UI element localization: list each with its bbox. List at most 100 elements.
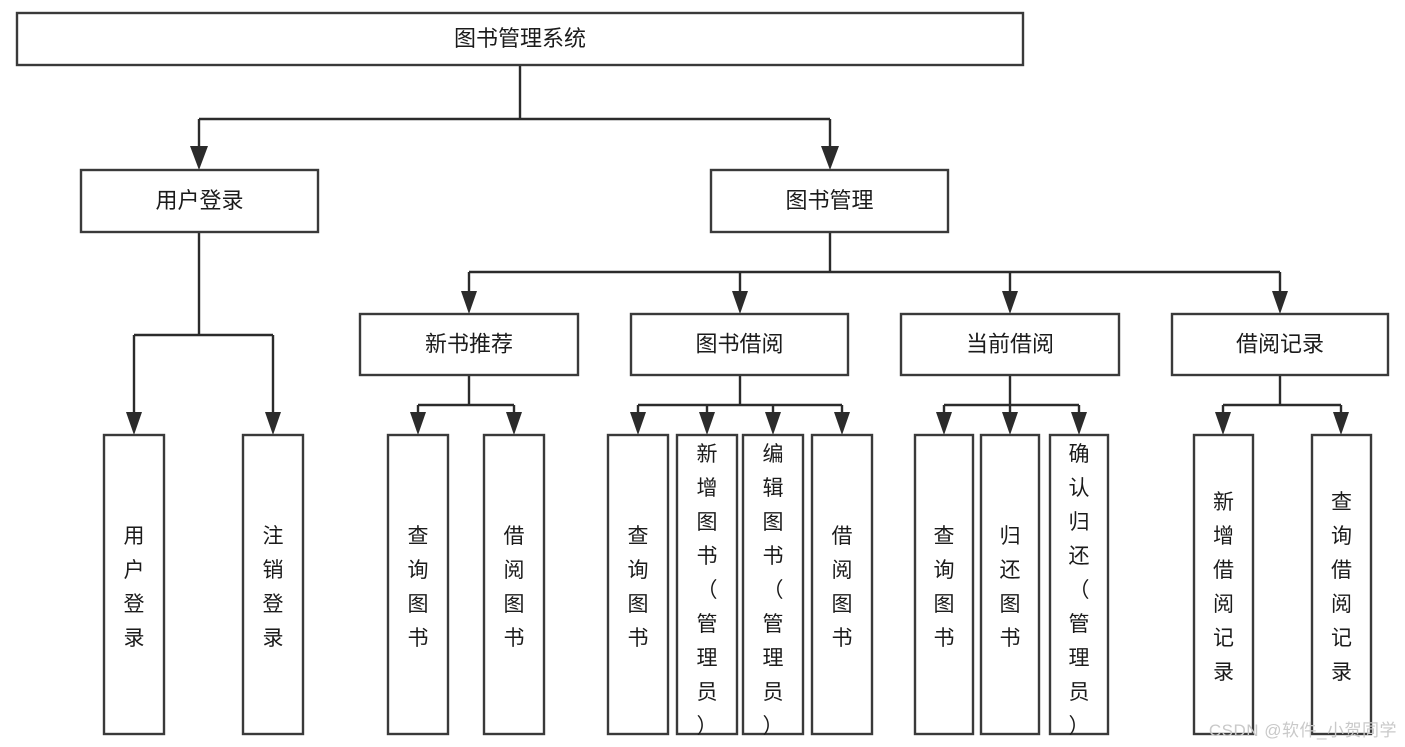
- node-box-root[interactable]: [15, 11, 1025, 67]
- node-box-leaf-user-login[interactable]: [102, 433, 166, 736]
- node-root[interactable]: 图书管理系统: [15, 11, 1025, 67]
- node-label-leaf-borrow-book-2-char-2: 图: [832, 593, 853, 616]
- node-label-leaf-borrow-book-1-char-3: 书: [504, 627, 525, 650]
- node-label-leaf-logout-char-0: 注: [263, 525, 284, 548]
- node-label-leaf-edit-book-char-8: ）: [763, 715, 784, 738]
- node-borrow-record[interactable]: 借阅记录: [1170, 312, 1390, 377]
- node-label-leaf-confirm-return-char-2: 归: [1069, 511, 1090, 534]
- arrow-head-book-manage: [821, 146, 839, 170]
- node-label-leaf-add-record-char-3: 阅: [1213, 593, 1234, 616]
- node-new-book-rec[interactable]: 新书推荐: [358, 312, 580, 377]
- csdn-watermark: CSDN @软件_小贺同学: [1208, 721, 1397, 740]
- arrow-head-leaf-edit-book: [765, 412, 781, 435]
- arrow-head-leaf-add-record: [1215, 412, 1231, 435]
- node-label-leaf-query-record-char-4: 记: [1331, 627, 1352, 650]
- node-box-user-login[interactable]: [79, 168, 320, 234]
- arrow-head-new-book-rec: [461, 291, 477, 314]
- arrow-head-leaf-logout: [265, 412, 281, 435]
- node-label-leaf-query-book-1-char-2: 图: [408, 593, 429, 616]
- node-label-leaf-confirm-return-char-8: ）: [1069, 715, 1090, 738]
- arrow-head-user-login: [190, 146, 208, 170]
- node-label-leaf-edit-book-char-2: 图: [763, 511, 784, 534]
- node-label-leaf-edit-book-char-6: 理: [763, 647, 784, 670]
- arrow-head-book-borrow: [732, 291, 748, 314]
- node-current-borrow[interactable]: 当前借阅: [899, 312, 1121, 377]
- node-box-leaf-borrow-book-2[interactable]: [810, 433, 874, 736]
- node-label-leaf-edit-book-char-0: 编: [763, 443, 784, 466]
- arrow-head-current-borrow: [1002, 291, 1018, 314]
- node-label-leaf-borrow-book-2-char-3: 书: [832, 627, 853, 650]
- connector-layer: [126, 65, 1349, 435]
- node-box-borrow-record[interactable]: [1170, 312, 1390, 377]
- node-box-leaf-add-record[interactable]: [1192, 433, 1255, 736]
- node-label-book-manage: 图书管理: [785, 188, 873, 213]
- node-label-leaf-confirm-return-char-6: 理: [1069, 647, 1090, 670]
- node-label-leaf-add-book-char-6: 理: [697, 647, 718, 670]
- node-label-root: 图书管理系统: [454, 26, 586, 51]
- node-label-leaf-query-record-char-0: 查: [1331, 491, 1352, 514]
- node-user-login[interactable]: 用户登录: [79, 168, 320, 234]
- node-box-leaf-edit-book[interactable]: [741, 433, 805, 736]
- node-label-leaf-query-book-3-char-3: 书: [934, 627, 955, 650]
- arrow-head-leaf-query-book-1: [410, 412, 426, 435]
- node-label-book-borrow: 图书借阅: [695, 331, 783, 356]
- node-box-leaf-confirm-return[interactable]: [1048, 433, 1110, 736]
- node-box-leaf-logout[interactable]: [241, 433, 305, 736]
- node-label-leaf-logout-char-3: 录: [263, 627, 284, 650]
- node-box-leaf-query-record[interactable]: [1310, 433, 1373, 736]
- node-box-leaf-borrow-book-1[interactable]: [482, 433, 546, 736]
- arrow-head-leaf-add-book: [699, 412, 715, 435]
- node-label-leaf-query-record-char-3: 阅: [1331, 593, 1352, 616]
- arrow-head-leaf-query-book-3: [936, 412, 952, 435]
- node-label-leaf-add-record-char-2: 借: [1213, 559, 1234, 582]
- node-label-leaf-query-book-3-char-0: 查: [934, 525, 955, 548]
- node-label-leaf-add-book-char-3: 书: [697, 545, 718, 568]
- node-box-leaf-add-book[interactable]: [675, 433, 739, 736]
- node-label-user-login: 用户登录: [155, 188, 243, 213]
- arrow-head-leaf-borrow-book-1: [506, 412, 522, 435]
- node-book-manage[interactable]: 图书管理: [709, 168, 950, 234]
- node-layer: 图书管理系统用户登录图书管理新书推荐图书借阅当前借阅借阅记录用户登录注销登录查询…: [15, 11, 1390, 738]
- node-label-leaf-add-book-char-5: 管: [697, 613, 718, 636]
- node-label-leaf-logout-char-1: 销: [263, 559, 284, 582]
- node-label-leaf-add-record-char-1: 增: [1213, 525, 1234, 548]
- node-box-current-borrow[interactable]: [899, 312, 1121, 377]
- node-label-leaf-query-book-2-char-3: 书: [628, 627, 649, 650]
- node-box-leaf-return-book[interactable]: [979, 433, 1041, 736]
- node-label-leaf-confirm-return-char-1: 认: [1069, 477, 1090, 500]
- node-label-leaf-return-book-char-3: 书: [1000, 627, 1021, 650]
- node-book-borrow[interactable]: 图书借阅: [629, 312, 850, 377]
- node-box-leaf-query-book-1[interactable]: [386, 433, 450, 736]
- arrow-head-leaf-user-login: [126, 412, 142, 435]
- node-label-leaf-return-book-char-2: 图: [1000, 593, 1021, 616]
- node-leaf-user-login[interactable]: 用户登录: [102, 433, 166, 736]
- node-label-leaf-edit-book-char-3: 书: [763, 545, 784, 568]
- node-box-book-manage[interactable]: [709, 168, 950, 234]
- node-box-leaf-query-book-3[interactable]: [913, 433, 975, 736]
- node-box-leaf-query-book-2[interactable]: [606, 433, 670, 736]
- node-box-book-borrow[interactable]: [629, 312, 850, 377]
- node-label-leaf-add-book-char-8: ）: [697, 715, 718, 738]
- node-label-leaf-borrow-book-2-char-0: 借: [832, 525, 853, 548]
- node-label-leaf-logout-char-2: 登: [263, 593, 284, 616]
- node-label-leaf-confirm-return-char-3: 还: [1069, 545, 1090, 568]
- node-label-leaf-user-login-char-0: 用: [124, 525, 145, 548]
- node-label-leaf-user-login-char-2: 登: [124, 593, 145, 616]
- node-box-new-book-rec[interactable]: [358, 312, 580, 377]
- node-label-leaf-query-record-char-2: 借: [1331, 559, 1352, 582]
- node-label-leaf-user-login-char-1: 户: [124, 559, 145, 582]
- node-label-leaf-return-book-char-1: 还: [1000, 559, 1021, 582]
- node-label-leaf-edit-book-char-4: （: [763, 579, 784, 602]
